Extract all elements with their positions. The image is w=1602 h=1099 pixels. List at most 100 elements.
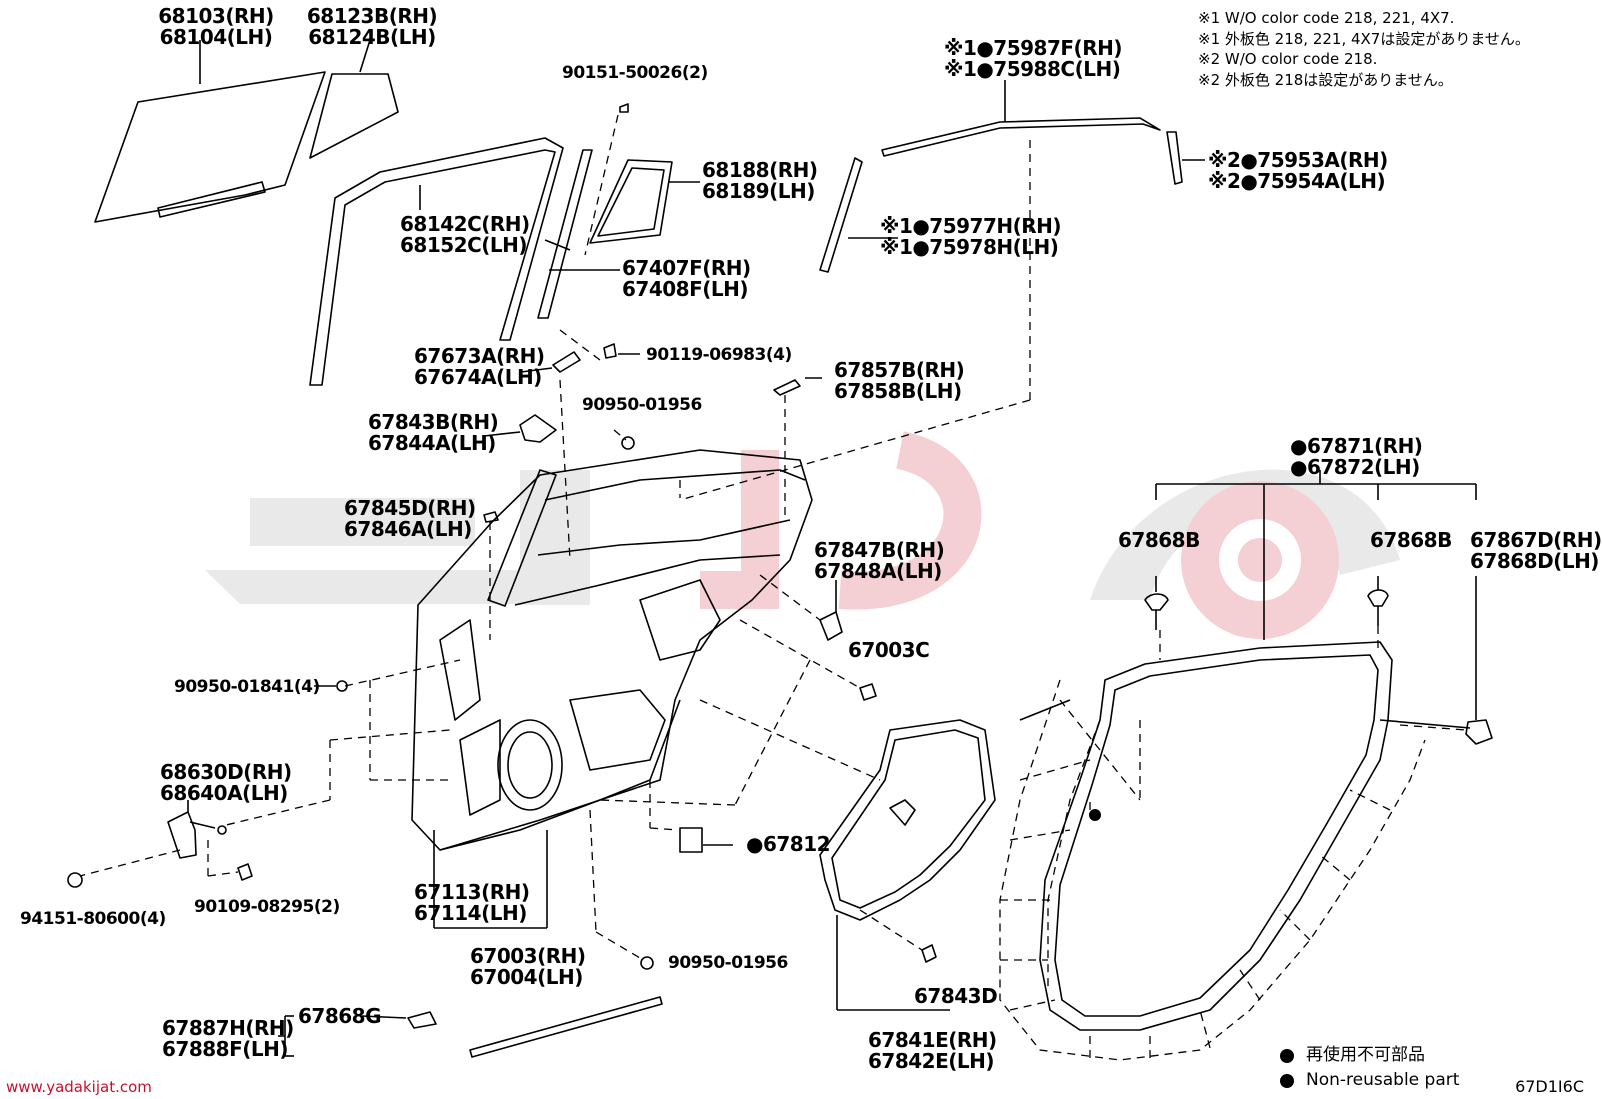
legend-row-jp: 再使用不可部品 [1280,1043,1459,1068]
note-line: ※2 外板色 218は設定がありません。 [1198,70,1453,89]
part-number: ※1●75977H(RH) [880,214,1062,238]
part-number: 67674A(LH) [414,365,542,389]
part-number: 67857B(RH) [834,358,965,382]
label-67843d: 67843D [914,984,998,1008]
part-number: 68630D(RH) [160,760,292,784]
part-number: 68189(LH) [702,179,815,203]
label-68188: 68188(RH) 68189(LH) [702,160,818,202]
label-67841: 67841E(RH) 67842E(LH) [868,1030,997,1072]
label-90950-c: 90950-01956 [668,954,788,972]
label-67113: 67113(RH) 67114(LH) [414,882,530,924]
part-number: 67868G [298,1004,382,1028]
part-number: 67003C [848,638,930,662]
diagram-id: 67D1I6C [1515,1077,1584,1096]
label-67868b-left: 67868B [1118,530,1200,551]
label-68103: 68103(RH) 68104(LH) [158,6,274,48]
label-67867: 67867D(RH) 67868D(LH) [1470,530,1602,572]
label-90109: 90109-08295(2) [194,898,340,916]
part-number: 68640A(LH) [160,781,288,805]
part-number: 90151-50026(2) [562,63,708,83]
part-number: ※2●75953A(RH) [1208,148,1388,172]
part-number: 67848A(LH) [814,559,942,583]
legend-row-en: Non-reusable part [1280,1068,1459,1093]
part-number: 67843D [914,984,998,1008]
part-number: 67868B [1118,528,1200,552]
part-number: 67113(RH) [414,880,530,904]
note-line: ※1 W/O color code 218, 221, 4X7. [1198,9,1455,27]
part-number: 67673A(RH) [414,344,545,368]
part-number: ※1●75978H(LH) [880,235,1059,259]
label-67843b: 67843B(RH) 67844A(LH) [368,410,499,455]
label-75987: ※1●75987F(RH) ※1●75988C(LH) [944,38,1122,80]
part-number: 67846A(LH) [344,517,472,541]
label-94151: 94151-80600(4) [20,910,166,928]
label-68630: 68630D(RH) 68640A(LH) [160,762,292,804]
part-number: 90109-08295(2) [194,897,340,917]
part-number: 94151-80600(4) [20,909,166,929]
label-67407: 67407F(RH) 67408F(LH) [622,258,751,300]
label-67845: 67845D(RH) 67846A(LH) [344,498,476,540]
label-67887: 67887H(RH) 67888F(LH) [162,1018,294,1060]
part-number: ※1●75987F(RH) [944,36,1122,60]
note-line: ※2 W/O color code 218. [1198,50,1378,68]
part-number: ●67812 [746,832,831,856]
part-number: 67858B(LH) [834,379,962,403]
part-number: 67844A(LH) [368,431,496,455]
part-number: 90119-06983(4) [646,345,792,365]
part-number: 67003(RH) [470,944,586,968]
label-90950-a: 90950-01956 [582,396,702,414]
part-number: ※1●75988C(LH) [944,57,1121,81]
part-number: 67408F(LH) [622,277,749,301]
part-number: 67004(LH) [470,965,583,989]
part-number: 67845D(RH) [344,496,476,520]
legend: 再使用不可部品 Non-reusable part [1280,1043,1459,1093]
part-number: 67114(LH) [414,901,527,925]
website-link[interactable]: www.yadakijat.com [6,1078,152,1096]
label-67812: ●67812 [746,832,831,856]
label-67868b-right: 67868B [1370,530,1452,551]
part-number: 68142C(RH) [400,212,530,236]
filled-dot-icon [1280,1073,1294,1088]
part-number: ※2●75954A(LH) [1208,169,1386,193]
part-number: 68104(LH) [159,25,273,49]
part-number: 90950-01841(4) [174,677,320,697]
part-number: 67888F(LH) [162,1037,289,1061]
part-number: 90950-01956 [668,953,788,973]
label-90119: 90119-06983(4) [646,346,792,364]
label-90950-b: 90950-01841(4) [174,678,320,696]
label-67857: 67857B(RH) 67858B(LH) [834,358,965,403]
label-67003c: 67003C [848,638,930,662]
part-number: 67842E(LH) [868,1049,995,1073]
part-number: 67843B(RH) [368,410,499,434]
part-number: ●67872(LH) [1290,455,1420,479]
label-67871: ●67871(RH) ●67872(LH) [1290,434,1423,479]
label-75977: ※1●75977H(RH) ※1●75978H(LH) [880,214,1062,259]
label-68123b: 68123B(RH) 68124B(LH) [306,4,438,49]
label-75953: ※2●75953A(RH) ※2●75954A(LH) [1208,150,1388,192]
filled-dot-icon [1280,1048,1294,1063]
part-number: ●67871(RH) [1290,434,1423,458]
part-number: 68152C(LH) [400,233,528,257]
part-number: 90950-01956 [582,395,702,415]
part-number: 68103(RH) [158,4,274,28]
part-number: 67887H(RH) [162,1016,294,1040]
label-67673: 67673A(RH) 67674A(LH) [414,344,545,389]
part-number: 67847B(RH) [814,538,945,562]
label-68142: 68142C(RH) 68152C(LH) [400,214,530,256]
label-67868g: 67868G [298,1004,382,1028]
part-number: 67867D(RH) [1470,528,1602,552]
note-line: ※1 外板色 218, 221, 4X7は設定がありません。 [1198,29,1530,48]
part-number: 68123B(RH) [306,4,438,28]
legend-text-jp: 再使用不可部品 [1306,1045,1425,1065]
label-67847: 67847B(RH) 67848A(LH) [814,538,945,583]
part-number: 67407F(RH) [622,256,751,280]
part-number: 67868B [1370,528,1452,552]
part-number: 68188(RH) [702,158,818,182]
part-number: 68124B(LH) [308,25,436,49]
label-67003: 67003(RH) 67004(LH) [470,946,586,988]
legend-text-en: Non-reusable part [1306,1070,1460,1090]
part-number: 67868D(LH) [1470,549,1599,573]
label-90151: 90151-50026(2) [562,64,708,82]
